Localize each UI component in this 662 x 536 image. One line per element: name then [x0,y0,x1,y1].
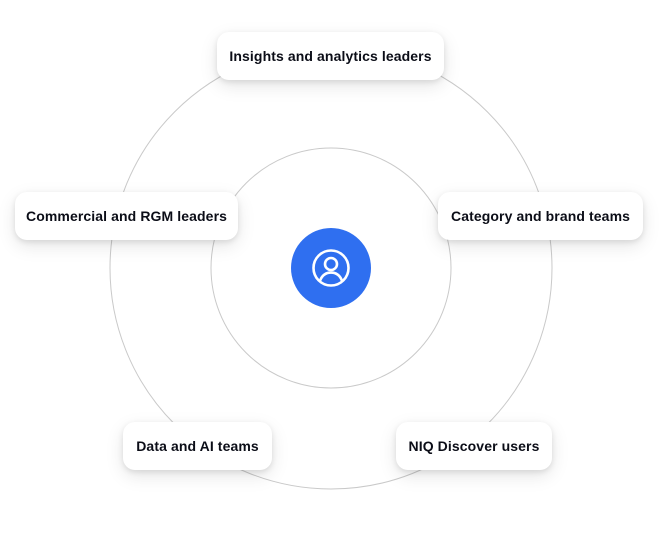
node-niq-discover-users: NIQ Discover users [396,422,552,470]
node-data-ai-teams: Data and AI teams [123,422,272,470]
node-label: Insights and analytics leaders [229,48,432,64]
node-insights-analytics-leaders: Insights and analytics leaders [217,32,444,80]
user-circle-icon [312,249,350,287]
node-commercial-rgm-leaders: Commercial and RGM leaders [15,192,238,240]
inner-ring [210,147,452,389]
center-user-badge [291,228,371,308]
node-label: Commercial and RGM leaders [26,208,227,224]
node-label: Category and brand teams [451,208,630,224]
node-category-brand-teams: Category and brand teams [438,192,643,240]
node-label: Data and AI teams [136,438,259,454]
node-label: NIQ Discover users [408,438,540,454]
